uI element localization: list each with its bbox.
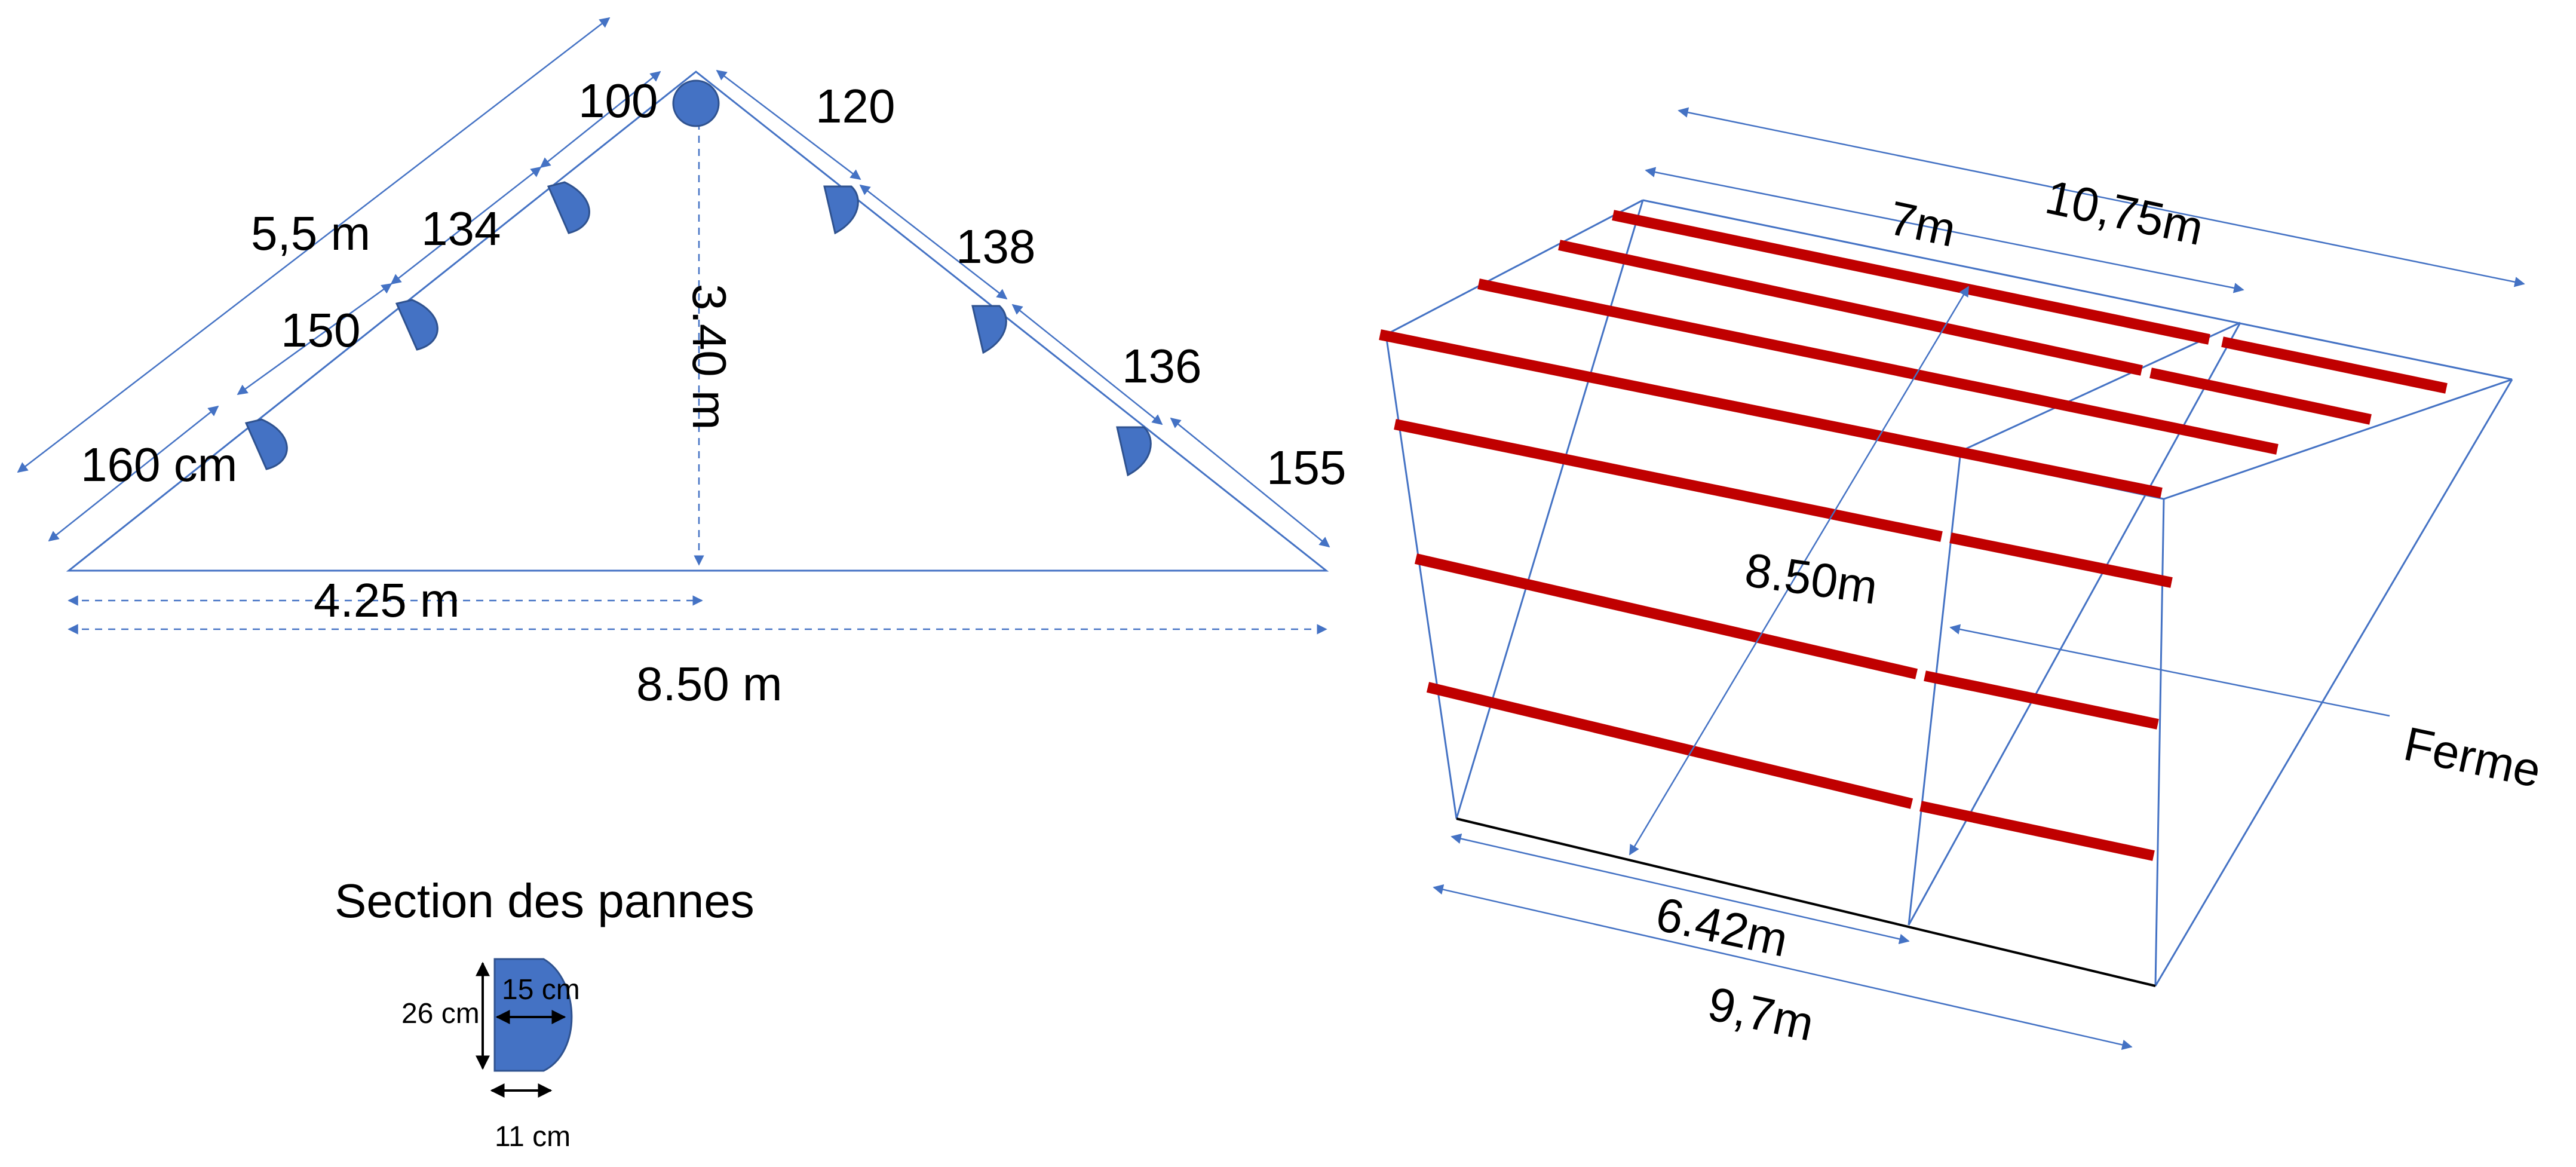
label-height: 3.40 m xyxy=(683,284,736,430)
panne-5a xyxy=(1394,419,1943,542)
dim-seg-120 xyxy=(716,69,861,180)
label-sec-depth: 15 cm xyxy=(502,974,580,1006)
dim-slope-total xyxy=(17,17,611,473)
label-850: 8.50m xyxy=(1742,543,1881,614)
ridge-purlin xyxy=(672,79,720,127)
label-150: 150 xyxy=(281,304,360,357)
dim-1075 xyxy=(1678,107,2525,287)
purlins-right xyxy=(823,185,1152,477)
dim-850 xyxy=(1629,286,1970,856)
dim-seg-150 xyxy=(237,283,392,396)
panne-5b xyxy=(1949,532,2173,588)
label-sec-height: 26 cm xyxy=(401,998,480,1030)
edge-ridge-right xyxy=(2163,378,2513,500)
dim-seg-155 xyxy=(1170,417,1330,548)
edge-front-right xyxy=(2154,498,2165,987)
truss-profile: 5,5 m 100 134 150 160 cm 3.40 m 120 138 … xyxy=(17,17,1346,710)
inner-ferme-vert xyxy=(1908,451,1962,926)
label-ferme: Ferme xyxy=(2399,717,2546,798)
label-sec-width: 11 cm xyxy=(495,1121,571,1153)
panne-7b xyxy=(1919,801,2155,861)
label-136: 136 xyxy=(1122,339,1201,393)
edge-front-left xyxy=(1385,334,1458,819)
edge-top-left xyxy=(1385,199,1643,336)
inner-left xyxy=(1455,200,1644,819)
roof-purlins xyxy=(1379,210,2448,861)
panne-2b xyxy=(2149,367,2372,425)
label-7m: 7m xyxy=(1884,191,1960,257)
section-title: Section des pannes xyxy=(335,874,755,927)
label-slope-length: 5,5 m xyxy=(251,207,370,260)
ferme-pointer xyxy=(1949,624,2390,717)
purlin-r2 xyxy=(971,305,1007,354)
label-155: 155 xyxy=(1266,441,1346,494)
purlin-r1 xyxy=(823,185,859,235)
edge-right xyxy=(2154,379,2513,987)
panne-1b xyxy=(2221,336,2448,394)
label-160: 160 cm xyxy=(81,438,237,491)
dim-97 xyxy=(1433,884,2133,1050)
dim-seg-136 xyxy=(1011,304,1163,425)
purlin-l1 xyxy=(547,181,590,234)
purlin-l3 xyxy=(244,418,288,470)
label-top: 100 xyxy=(578,74,658,127)
label-half-span: 4.25 m xyxy=(314,574,460,627)
label-1075: 10,75m xyxy=(2041,170,2208,256)
label-134: 134 xyxy=(421,202,501,255)
dim-seg-134 xyxy=(390,166,542,285)
purlin-r3 xyxy=(1116,426,1152,477)
purlin-l2 xyxy=(395,299,438,351)
purlin-section: Section des pannes 26 cm 15 cm 11 cm xyxy=(335,874,755,1153)
dim-seg-160 xyxy=(48,405,219,542)
label-138: 138 xyxy=(956,220,1035,273)
panne-4 xyxy=(1379,329,2163,498)
dim-seg-138 xyxy=(859,184,1008,300)
label-97: 9,7m xyxy=(1703,977,1818,1051)
dim-seg-100 xyxy=(539,71,661,169)
label-120: 120 xyxy=(815,79,895,133)
label-span: 8.50 m xyxy=(636,657,783,710)
roof-3d: 7m 10,75m 8.50m Ferme 6.42m 9,7m xyxy=(1379,107,2546,1051)
inner-ferme-top xyxy=(1960,321,2241,452)
base-line xyxy=(1456,817,2156,987)
